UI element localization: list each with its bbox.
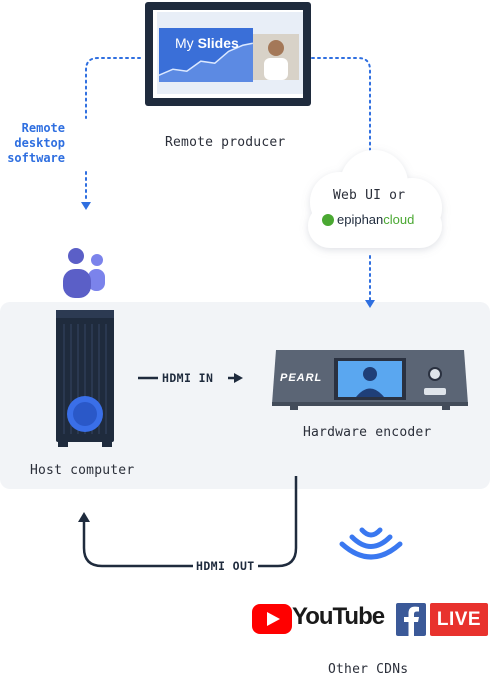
remote-desktop-line: desktop: [14, 136, 65, 150]
encoder-brand: PEARL: [280, 372, 323, 384]
slide-title: My Slides: [175, 35, 239, 51]
cloud-icon: [288, 144, 456, 260]
hardware-encoder-label: Hardware encoder: [303, 425, 432, 440]
wireless-signal-icon: [338, 524, 404, 570]
slide-title-bold: Slides: [197, 35, 239, 51]
hdmi-in-label: HDMI IN: [162, 371, 214, 385]
slide-title-normal: My: [175, 35, 194, 51]
remote-desktop-connector: [85, 57, 141, 119]
epiphan-brand-text: epiphan: [337, 212, 384, 227]
epiphan-logo-mark: [322, 214, 334, 226]
remote-desktop-label: Remote desktop software: [0, 121, 65, 166]
epiphan-cloud-logo: epiphancloud: [322, 212, 414, 227]
youtube-logo: YouTube: [292, 603, 385, 630]
remote-desktop-line: software: [7, 151, 65, 165]
remote-desktop-line: Remote: [21, 121, 65, 135]
monitor-icon: [143, 0, 313, 110]
tower-computer-icon: [54, 310, 116, 448]
other-cdns-label: Other CDNs: [328, 662, 409, 677]
encoder-device-icon: [268, 346, 472, 410]
remote-desktop-arrowhead: [81, 202, 91, 210]
hdmi-out-label: HDMI OUT: [193, 559, 258, 573]
web-ui-arrowhead: [365, 300, 375, 308]
youtube-play-icon: [252, 604, 292, 634]
facebook-logo: [396, 603, 426, 636]
facebook-live-logo: LIVE: [430, 603, 488, 636]
remote-producer-label: Remote producer: [165, 135, 286, 150]
hdmi-in-arrowhead: [234, 373, 243, 383]
web-ui-label: Web UI or: [333, 188, 406, 203]
web-ui-connector: [311, 57, 371, 161]
host-computer-label: Host computer: [30, 463, 135, 478]
hdmi-out-arrowhead: [78, 512, 90, 522]
teams-icon: [60, 244, 108, 300]
hdmi-out-connector: [82, 476, 298, 568]
cloud-brand-text: cloud: [383, 212, 415, 227]
